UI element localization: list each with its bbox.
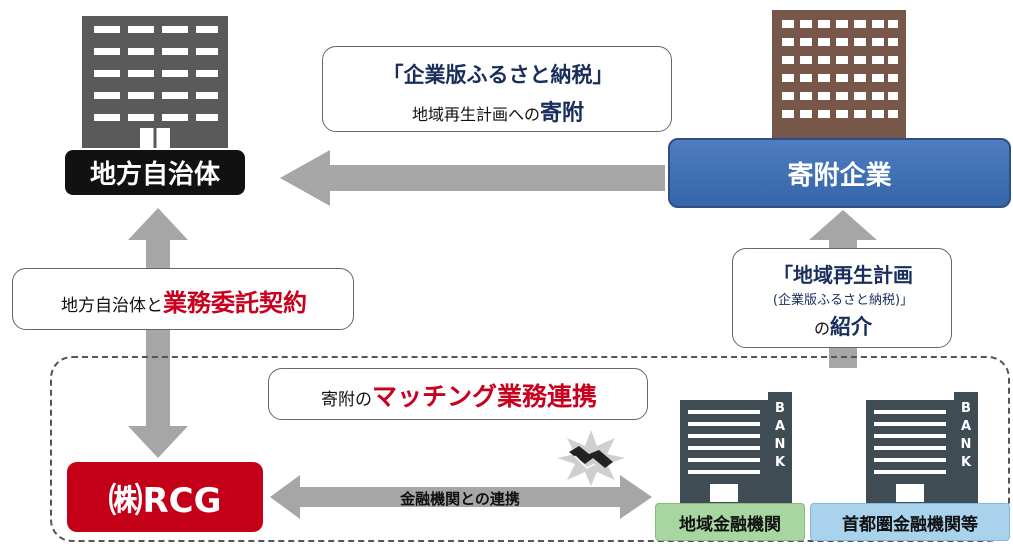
regional-bank-label: 地域金融機関 xyxy=(655,503,805,541)
bank-link-label: 金融機関との連携 xyxy=(400,490,520,508)
bank-sign-letter: B xyxy=(961,401,971,416)
bank-sign-letter: A xyxy=(775,419,785,434)
callout-plan-introduction: 「地域再生計画 (企業版ふるさと納税)」 の紹介 xyxy=(732,248,952,348)
bank-sign-letter: N xyxy=(775,437,786,452)
arrow-contract xyxy=(128,208,188,458)
callout-matching: 寄附のマッチング業務連携 xyxy=(268,368,648,420)
local-government-label: 地方自治体 xyxy=(65,150,245,195)
rcg-label: ㈱RCG xyxy=(67,462,263,532)
matching-region xyxy=(50,356,1010,542)
bank-sign-letter: K xyxy=(775,455,786,470)
bank-sign-letter: A xyxy=(961,419,971,434)
arrow-bank-link xyxy=(270,475,652,519)
bank-sign-letter: N xyxy=(961,437,972,452)
callout-matching-emph: マッチング業務連携 xyxy=(371,382,597,411)
bank-sign-letter: K xyxy=(961,455,972,470)
municipal-building-icon xyxy=(82,16,228,148)
callout-left-prefix: 地方自治体と xyxy=(61,296,163,316)
callout-top-emph: 寄附 xyxy=(540,101,585,126)
callout-top-prefix: 地域再生計画への xyxy=(411,105,540,124)
callout-right-prefix: の xyxy=(813,319,830,338)
callout-service-contract: 地方自治体と業務委託契約 xyxy=(12,268,354,330)
callout-matching-prefix: 寄附の xyxy=(320,390,372,410)
callout-left-emph: 業務委託契約 xyxy=(163,289,307,317)
metro-bank-building-icon: B A N K xyxy=(866,392,978,504)
company-building-icon xyxy=(772,10,906,140)
callout-right-line2: (企業版ふるさと納税)」 xyxy=(772,293,914,308)
bank-sign-letter: B xyxy=(775,401,785,416)
donor-company-label: 寄附企業 xyxy=(668,138,1011,208)
callout-corporate-furusato: 「企業版ふるさと納税」 地域再生計画への寄附 xyxy=(322,46,672,132)
callout-top-line1: 「企業版ふるさと納税」 xyxy=(382,63,614,87)
callout-top-line2: 地域再生計画への寄附 xyxy=(323,95,673,127)
handshake-icon xyxy=(557,430,625,486)
regional-bank-building-icon: B A N K xyxy=(680,392,792,504)
metro-bank-label: 首都圏金融機関等 xyxy=(810,503,1010,541)
callout-right-emph: 紹介 xyxy=(830,315,872,339)
arrow-donation xyxy=(280,150,665,206)
callout-right-line1: 「地域再生計画 xyxy=(773,263,913,287)
